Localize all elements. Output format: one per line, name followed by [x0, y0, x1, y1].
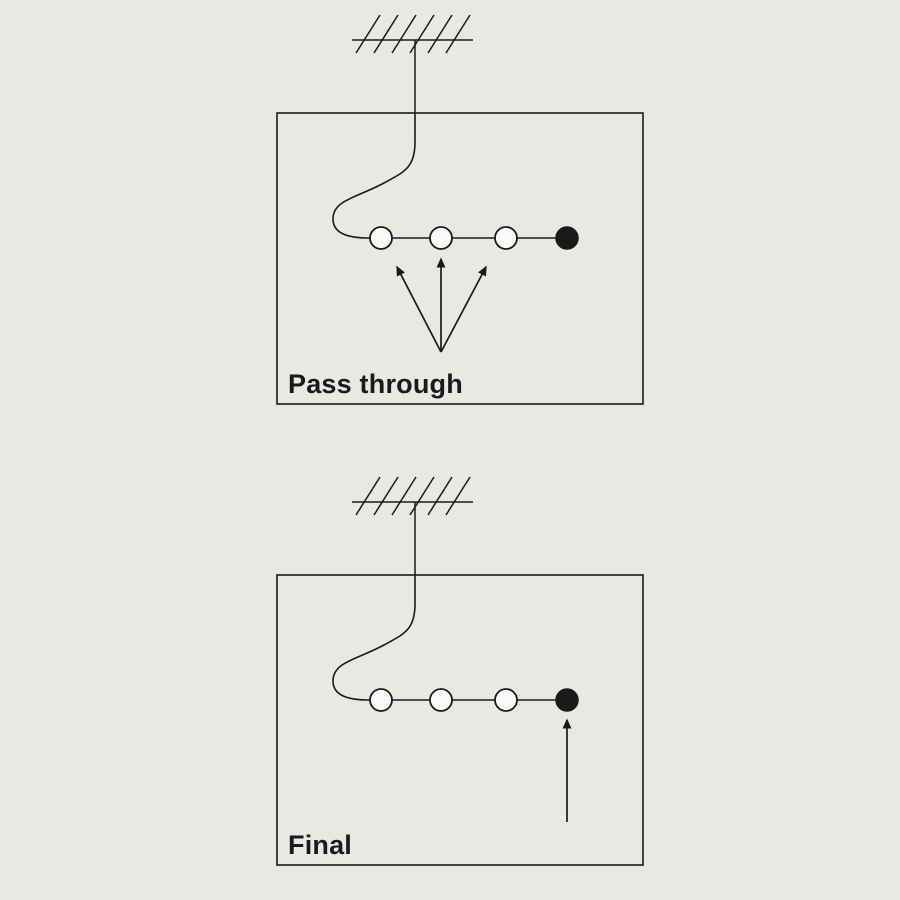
- pass-through-arrows-icon: [396, 257, 487, 353]
- panel-label-pass-through: Pass through: [288, 369, 463, 399]
- panel-border: [276, 574, 644, 866]
- panel-pass-through: Pass through: [276, 14, 644, 405]
- antenna-icon: [352, 476, 473, 575]
- antenna-icon: [352, 14, 473, 113]
- pass-through-socket-1: [369, 688, 393, 712]
- terminal-socket: [555, 226, 579, 250]
- pass-through-socket-3: [494, 688, 518, 712]
- panel-final: Final: [276, 476, 644, 866]
- cable-path: [332, 113, 416, 239]
- pass-through-socket-2: [429, 226, 453, 250]
- panel-label-final: Final: [288, 830, 352, 860]
- pass-through-socket-1: [369, 226, 393, 250]
- terminal-socket: [555, 688, 579, 712]
- pass-through-socket-3: [494, 226, 518, 250]
- cable-path: [332, 575, 416, 701]
- pass-through-socket-2: [429, 688, 453, 712]
- panel-border: [276, 112, 644, 405]
